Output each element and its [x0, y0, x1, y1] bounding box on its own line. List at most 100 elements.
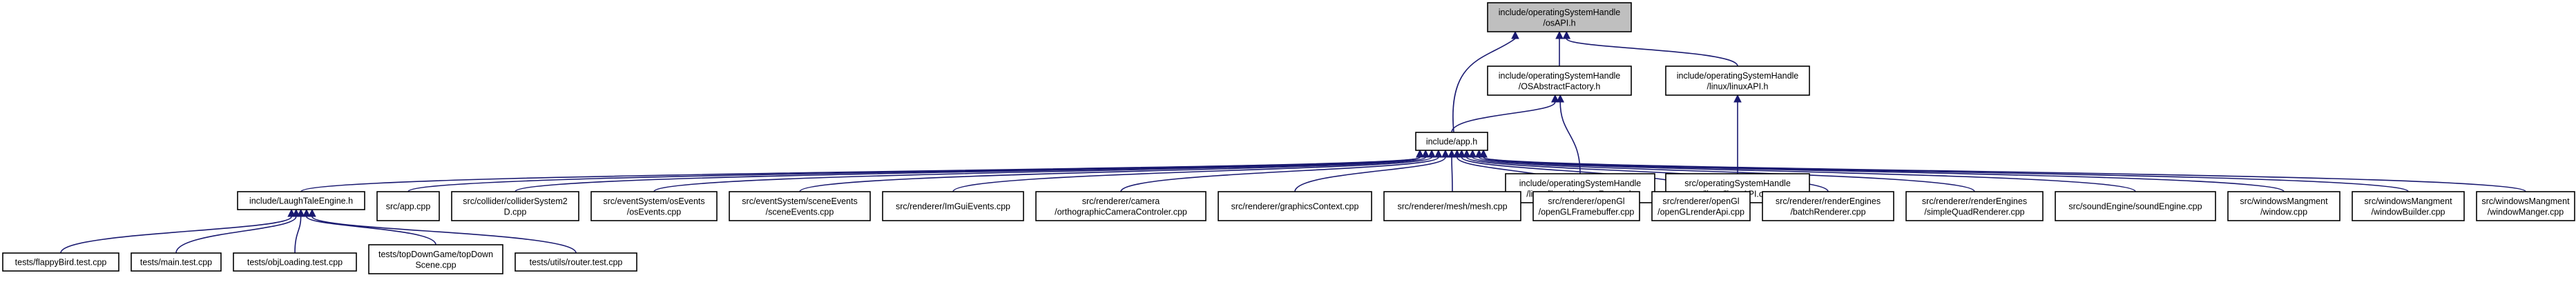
- node-maintest[interactable]: tests/main.test.cpp: [131, 252, 222, 272]
- node-label: src/renderer/openGl: [1548, 197, 1624, 206]
- node-box: [1415, 132, 1488, 151]
- node-sceneevents[interactable]: src/eventSystem/sceneEvents/sceneEvents.…: [729, 191, 871, 221]
- edge-line: [1566, 38, 1738, 67]
- node-windowmanger[interactable]: src/windowsMangment/windowManger.cpp: [2476, 191, 2575, 221]
- node-label: /batchRenderer.cpp: [1790, 207, 1865, 216]
- edge-line: [311, 216, 577, 254]
- edge-line: [799, 157, 1427, 192]
- edge-imgui-to-app: [952, 149, 1436, 192]
- edge-line: [1559, 101, 1581, 174]
- edge-line: [1451, 101, 1556, 133]
- node-box: [1905, 191, 2044, 221]
- node-box: [1762, 191, 1894, 221]
- node-objloading[interactable]: tests/objLoading.test.cpp: [233, 252, 357, 272]
- node-box: [1651, 191, 1751, 221]
- node-label: include/operatingSystemHandle: [1499, 71, 1621, 81]
- node-label: Scene.cpp: [415, 260, 456, 270]
- node-label: src/renderer/ImGuiEvents.cpp: [896, 202, 1010, 212]
- node-label: /osEvents.cpp: [627, 207, 682, 216]
- node-osfactory[interactable]: include/operatingSystemHandle/OSAbstract…: [1487, 66, 1632, 96]
- edge-line: [1452, 38, 1516, 133]
- node-box: [2227, 191, 2340, 221]
- node-imgui[interactable]: src/renderer/ImGuiEvents.cpp: [882, 191, 1024, 221]
- edge-arrowhead: [1555, 30, 1564, 39]
- node-label: /osAPI.h: [1543, 18, 1575, 28]
- node-label: src/collider/colliderSystem2: [463, 197, 567, 206]
- edge-osevents-to-app: [653, 149, 1424, 192]
- node-box: [1665, 66, 1810, 96]
- node-label: /openGLrenderApi.cpp: [1657, 207, 1744, 216]
- edge-arrowhead: [1457, 149, 1466, 158]
- edge-arrowhead: [296, 208, 305, 217]
- node-appcpp[interactable]: src/app.cpp: [376, 191, 440, 221]
- edge-arrowhead: [1479, 149, 1488, 158]
- edge-arrowhead: [1448, 149, 1456, 158]
- node-osevents[interactable]: src/eventSystem/osEvents/osEvents.cpp: [590, 191, 718, 221]
- edge-arrowhead: [1441, 149, 1450, 158]
- edge-objloading-to-laughtale: [294, 208, 305, 254]
- node-label: src/windowsMangment: [2481, 197, 2570, 206]
- edge-arrowhead: [1511, 30, 1519, 39]
- node-app[interactable]: include/app.h: [1415, 132, 1488, 151]
- node-label: src/renderer/camera: [1082, 197, 1160, 206]
- node-quad[interactable]: src/renderer/renderEngines/simpleQuadRen…: [1905, 191, 2044, 221]
- edge-maintest-to-laughtale: [175, 208, 300, 254]
- node-label: /windowManger.cpp: [2488, 207, 2564, 216]
- node-box: [2352, 191, 2465, 221]
- node-flappy[interactable]: tests/flappyBird.test.cpp: [2, 252, 119, 272]
- edge-linuxapih-to-osapi: [1562, 30, 1738, 67]
- node-box: [1383, 191, 1521, 221]
- node-camera[interactable]: src/renderer/camera/orthographicCameraCo…: [1035, 191, 1207, 221]
- node-laughtale[interactable]: include/LaughTaleEngine.h: [237, 191, 365, 210]
- node-box: [376, 191, 440, 221]
- edge-arrowhead: [1428, 149, 1436, 158]
- edge-line: [175, 216, 297, 254]
- node-batch[interactable]: src/renderer/renderEngines/batchRenderer…: [1762, 191, 1894, 221]
- edge-arrowhead: [1421, 149, 1430, 158]
- node-osapi[interactable]: include/operatingSystemHandle/osAPI.h: [1487, 2, 1632, 32]
- edge-line: [1483, 157, 2526, 192]
- node-label: include/operatingSystemHandle: [1677, 71, 1799, 81]
- node-label: /window.cpp: [2260, 207, 2307, 216]
- edge-line: [1120, 157, 1439, 192]
- edge-arrowhead: [291, 208, 300, 217]
- node-label: src/soundEngine/soundEngine.cpp: [2068, 202, 2202, 212]
- node-label: src/windowsMangment: [2240, 197, 2328, 206]
- edge-arrowhead: [308, 208, 316, 217]
- edge-camera-to-app: [1120, 149, 1443, 192]
- edge-line: [952, 157, 1432, 192]
- node-label: tests/flappyBird.test.cpp: [15, 258, 107, 268]
- node-sound[interactable]: src/soundEngine/soundEngine.cpp: [2055, 191, 2216, 221]
- edge-sceneevents-to-app: [799, 149, 1430, 192]
- node-renderapi[interactable]: src/renderer/openGl/openGLrenderApi.cpp: [1651, 191, 1751, 221]
- node-linuxapih[interactable]: include/operatingSystemHandle/linux/linu…: [1665, 66, 1810, 96]
- edge-arrowhead: [1562, 30, 1571, 39]
- node-box: [882, 191, 1024, 221]
- node-label: src/eventSystem/osEvents: [603, 197, 704, 206]
- edge-osfactory-to-osapi: [1555, 30, 1564, 67]
- edge-laughtale-to-app: [300, 149, 1424, 192]
- node-box: [1487, 2, 1632, 32]
- node-label: src/app.cpp: [386, 202, 431, 212]
- node-label: include/app.h: [1426, 137, 1477, 147]
- node-graphics[interactable]: src/renderer/graphicsContext.cpp: [1218, 191, 1372, 221]
- edge-line: [60, 216, 292, 254]
- node-label: /linux/linuxAPI.h: [1707, 81, 1769, 91]
- node-box: [590, 191, 718, 221]
- edge-line: [653, 157, 1421, 192]
- node-label: /orthographicCameraControler.cpp: [1055, 207, 1187, 216]
- node-windowbuilder[interactable]: src/windowsMangment/windowBuilder.cpp: [2352, 191, 2465, 221]
- node-router[interactable]: tests/utils/router.test.cpp: [515, 252, 637, 272]
- node-framebuffer[interactable]: src/renderer/openGl/openGLFramebuffer.cp…: [1532, 191, 1640, 221]
- node-box: [2476, 191, 2575, 221]
- node-mesh[interactable]: src/renderer/mesh/mesh.cpp: [1383, 191, 1521, 221]
- node-window[interactable]: src/windowsMangment/window.cpp: [2227, 191, 2340, 221]
- node-label: /sceneEvents.cpp: [766, 207, 834, 216]
- node-label: /simpleQuadRenderer.cpp: [1924, 207, 2024, 216]
- node-label: /openGLFramebuffer.cpp: [1539, 207, 1635, 216]
- edge-arrowhead: [1556, 94, 1565, 103]
- node-label: include/LaughTaleEngine.h: [249, 197, 353, 206]
- node-box: [451, 191, 579, 221]
